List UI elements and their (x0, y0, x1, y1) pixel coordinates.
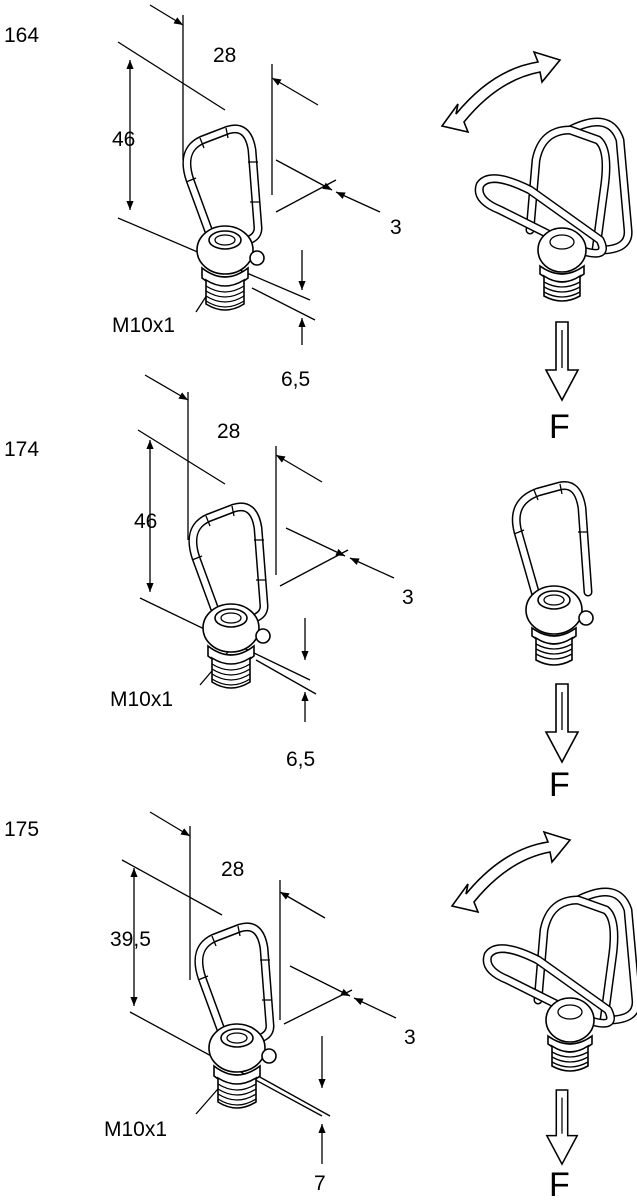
height-dimension: 46 (134, 510, 157, 533)
variant-id: 175 (4, 818, 39, 841)
force-label: F (549, 408, 570, 446)
height-dimension: 39,5 (110, 928, 151, 951)
width-dimension: 28 (221, 858, 244, 881)
wire-dimension: 3 (390, 216, 402, 239)
extension-line (283, 989, 353, 1025)
thread-label: M10x1 (112, 314, 175, 337)
dimension-arrow (275, 454, 323, 483)
extension-line (121, 859, 223, 916)
force-label: F (549, 766, 570, 804)
variant-164: 164 28 46 3 6,5 M10x1 F (4, 4, 628, 446)
variant-174: 174 28 46 3 6,5 M10x1 F (4, 374, 593, 804)
variant-id: 164 (4, 24, 39, 47)
flange-dimension: 7 (314, 1172, 326, 1195)
dimension-arrow (335, 191, 381, 213)
extension-line (251, 287, 316, 321)
force-arrow-down-icon (545, 683, 579, 763)
rotation-arrow-icon (451, 831, 571, 913)
ring-eye-fixed-icon (514, 484, 593, 665)
thread-label: M10x1 (110, 688, 173, 711)
flange-dimension: 6,5 (281, 368, 310, 391)
width-dimension: 28 (217, 420, 240, 443)
extension-line (117, 41, 226, 111)
force-arrow-down-icon (545, 321, 579, 401)
dimension-arrow (349, 557, 395, 579)
dimension-arrow (275, 159, 333, 191)
width-dimension: 28 (213, 44, 236, 67)
dimension-arrow (271, 77, 319, 106)
dimension-arrow (285, 527, 346, 557)
ring-eye-icon (186, 128, 264, 310)
force-arrow-down-icon (545, 1089, 579, 1165)
flange-dimension: 6,5 (286, 748, 315, 771)
dimension-arrow (149, 4, 184, 26)
dimension-arrow (353, 997, 397, 1019)
dimension-arrow (279, 891, 326, 919)
extension-line (279, 549, 349, 587)
force-label: F (549, 1166, 570, 1200)
rotation-arrow-icon (441, 51, 561, 133)
ring-eye-rotated-icon (479, 122, 628, 301)
extension-line (137, 429, 226, 485)
extension-line (275, 179, 337, 213)
ring-eye-icon (198, 926, 276, 1108)
dimension-arrow (289, 965, 351, 997)
dimension-arrow (149, 811, 191, 837)
thread-label: M10x1 (104, 1118, 167, 1141)
dimension-arrow (144, 374, 189, 401)
extension-line (257, 1075, 331, 1117)
ring-eye-rotated-icon (487, 892, 636, 1071)
wire-dimension: 3 (402, 586, 414, 609)
variant-175: 175 28 39,5 3 7 M10x1 F (4, 811, 636, 1200)
wire-dimension: 3 (404, 1026, 416, 1049)
height-dimension: 46 (112, 128, 135, 151)
variant-id: 174 (4, 438, 39, 461)
extension-line (255, 659, 317, 695)
